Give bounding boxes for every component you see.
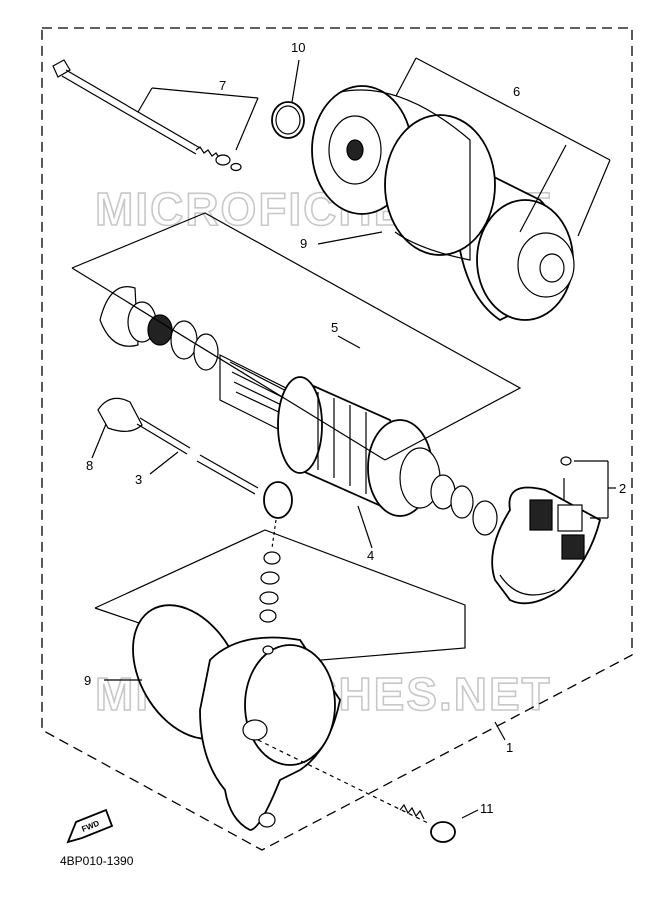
- callout-7: 7: [219, 78, 226, 93]
- callout-9-bottom: 9: [84, 673, 91, 688]
- callout-8: 8: [86, 458, 93, 473]
- callout-11: 11: [480, 801, 494, 816]
- leader-line-5: [337, 335, 361, 349]
- leader-lines-5: [71, 212, 522, 461]
- leader-line-1: [494, 721, 506, 741]
- armature-assembly: [99, 286, 498, 536]
- rear-cover: [199, 636, 341, 831]
- leader-lines-2: [574, 460, 616, 519]
- leader-line-9-top: [317, 231, 383, 245]
- callout-3: 3: [135, 472, 142, 487]
- callout-6: 6: [513, 84, 520, 99]
- fwd-arrow-icon: FWD: [66, 808, 114, 844]
- mounting-bolt: [257, 739, 456, 843]
- terminal-nuts-washers: [259, 519, 281, 623]
- assembly-boundary: [41, 27, 633, 851]
- diagram-code: 4BP010-1390: [60, 854, 134, 868]
- leader-line-3: [149, 451, 179, 475]
- leader-line-11: [461, 809, 479, 819]
- callout-5: 5: [331, 320, 338, 335]
- leader-line-10: [291, 59, 300, 103]
- callout-9-top: 9: [300, 236, 307, 251]
- brush-holder-plate: [491, 456, 602, 605]
- leader-lines-6: [395, 57, 611, 237]
- callout-2: 2: [619, 481, 626, 496]
- callout-1: 1: [506, 740, 513, 755]
- o-ring-10: [271, 101, 305, 139]
- leader-lines-7: [137, 87, 259, 151]
- callout-10: 10: [291, 40, 305, 55]
- starter-lead-cable: [97, 397, 293, 519]
- through-bolt: [52, 59, 242, 172]
- leader-line-4: [357, 505, 373, 549]
- front-cover-housing: [311, 85, 575, 322]
- callout-4: 4: [367, 548, 374, 563]
- leader-line-8: [91, 423, 107, 459]
